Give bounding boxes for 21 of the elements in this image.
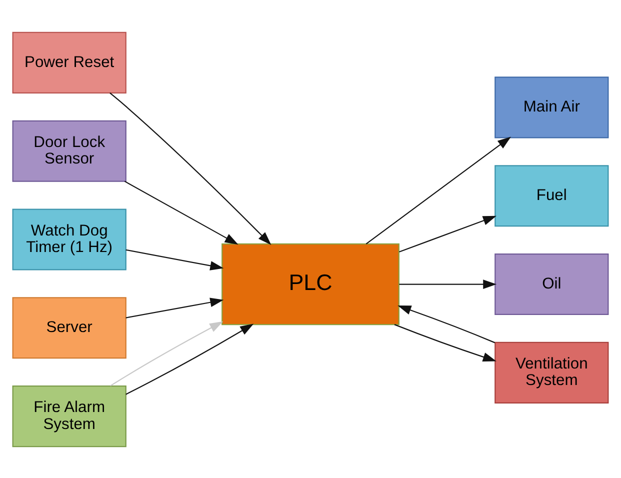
arrow	[110, 320, 224, 386]
arrow	[366, 136, 512, 244]
node-box: Fuel	[494, 164, 609, 226]
arrow	[110, 92, 272, 245]
node-box: Power Reset	[12, 31, 126, 93]
node-box: Server	[12, 296, 126, 358]
node-box: Watch Dog Timer (1 Hz)	[12, 208, 126, 270]
arrow	[126, 297, 224, 318]
node-box: Ventilation System	[494, 341, 609, 403]
arrow	[399, 279, 497, 288]
arrow	[398, 305, 496, 343]
arrow	[126, 248, 224, 270]
node-box: Door Lock Sensor	[12, 120, 126, 182]
node-box: Oil	[494, 253, 609, 315]
arrow	[124, 180, 238, 244]
arrow	[126, 323, 254, 394]
node-box: PLC	[222, 242, 400, 325]
arrow	[399, 215, 496, 252]
node-box: Fire Alarm System	[12, 385, 126, 447]
arrow	[394, 324, 496, 362]
node-box: Main Air	[494, 76, 609, 138]
